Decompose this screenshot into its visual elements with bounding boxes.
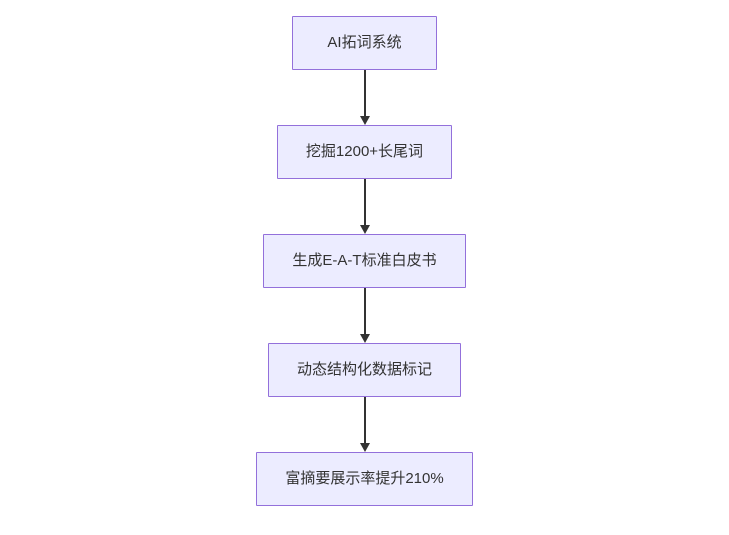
flowchart-node-5: 富摘要展示率提升210% — [256, 452, 473, 506]
arrow-head — [359, 116, 370, 125]
node-label: 挖掘1200+长尾词 — [305, 143, 424, 160]
arrow-down-icon — [359, 70, 370, 125]
arrow-head — [359, 443, 370, 452]
arrow-line — [363, 288, 366, 334]
flowchart-node-1: AI拓词系统 — [292, 16, 437, 70]
node-label: AI拓词系统 — [327, 34, 402, 51]
arrow-down-icon — [359, 288, 370, 343]
arrow-head — [359, 225, 370, 234]
arrow-head — [359, 334, 370, 343]
node-label: 生成E-A-T标准白皮书 — [292, 252, 437, 269]
arrow-down-icon — [359, 179, 370, 234]
node-label: 动态结构化数据标记 — [296, 361, 432, 378]
flowchart-node-2: 挖掘1200+长尾词 — [276, 125, 453, 179]
arrow-line — [363, 70, 366, 116]
flowchart-node-3: 生成E-A-T标准白皮书 — [263, 234, 466, 288]
arrow-down-icon — [359, 397, 370, 452]
arrow-line — [363, 179, 366, 225]
node-label: 富摘要展示率提升210% — [285, 470, 444, 487]
flowchart-node-4: 动态结构化数据标记 — [267, 343, 461, 397]
arrow-line — [363, 397, 366, 443]
